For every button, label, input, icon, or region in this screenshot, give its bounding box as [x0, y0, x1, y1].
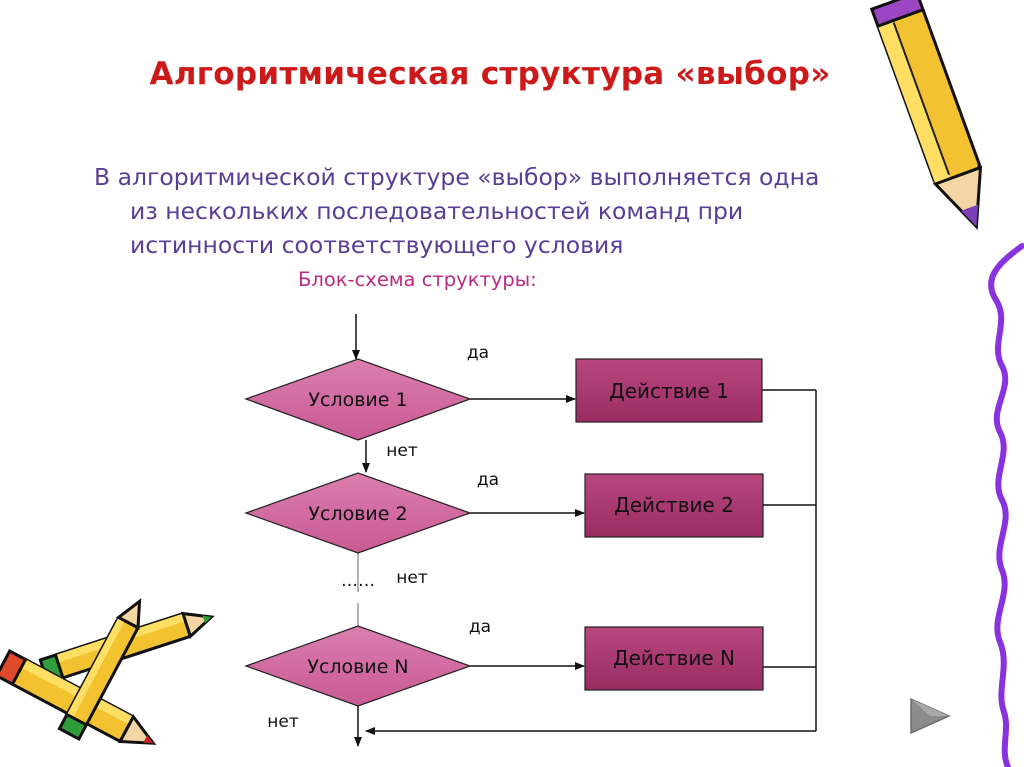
no-label: нет: [267, 712, 299, 732]
action-2-box: Действие 2: [584, 473, 764, 538]
intro-line: истинности соответствующего условия: [130, 231, 624, 259]
condition-label: Условие 2: [308, 503, 407, 525]
action-label: Действие N: [613, 646, 735, 670]
flow-lines: [352, 314, 817, 747]
yes-label: да: [467, 343, 489, 363]
intro-text: В алгоритмической структуре «выбор» выпо…: [94, 160, 934, 262]
action-n-box: Действие N: [584, 626, 764, 691]
action-label: Действие 1: [609, 379, 729, 403]
next-slide-arrow-icon[interactable]: [908, 696, 952, 736]
condition-2-diamond: Условие 2: [244, 472, 472, 554]
yes-label: да: [477, 470, 499, 490]
no-label: нет: [396, 568, 428, 588]
decorative-squiggle: [988, 243, 1024, 767]
intro-line: В алгоритмической структуре «выбор» выпо…: [94, 163, 820, 191]
condition-label: Условие 1: [308, 389, 407, 411]
condition-label: Условие N: [307, 656, 408, 678]
action-label: Действие 2: [614, 493, 734, 517]
intro-line: из нескольких последовательностей команд…: [130, 197, 744, 225]
action-1-box: Действие 1: [575, 358, 763, 423]
pencil-icon: [869, 0, 983, 230]
condition-1-diamond: Условие 1: [244, 358, 472, 441]
pencil-icon: [0, 648, 157, 745]
no-label: нет: [386, 441, 418, 461]
yes-label: да: [469, 617, 491, 637]
pencil-icon: [57, 598, 142, 741]
flowchart-caption: Блок-схема структуры:: [298, 268, 537, 291]
condition-n-diamond: Условие N: [244, 625, 472, 707]
slide-title: Алгоритмическая структура «выбор»: [149, 56, 831, 92]
ellipsis: ……: [341, 571, 375, 591]
